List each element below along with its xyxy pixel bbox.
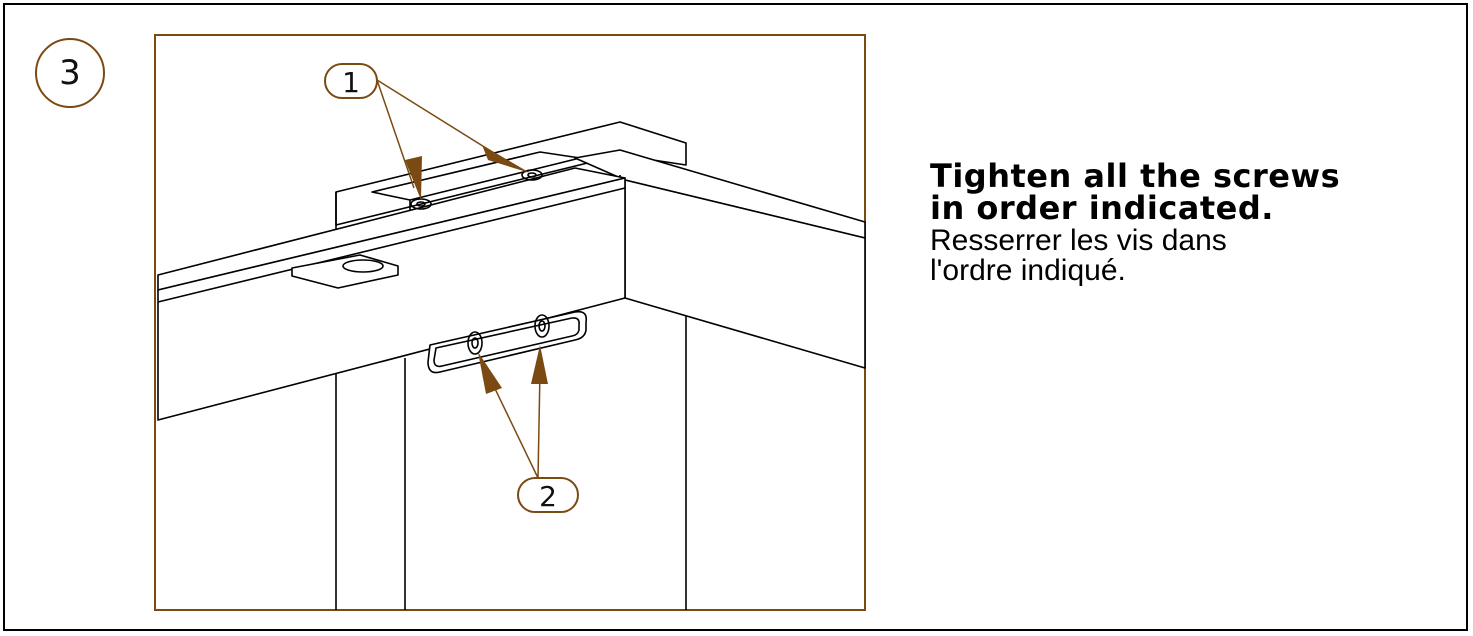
callout-2-arrow-b	[531, 345, 548, 384]
table-frame-illustration	[157, 121, 866, 610]
step-number-badge: 3	[35, 38, 105, 108]
lower-bracket-inner	[433, 317, 580, 368]
screw-2a	[467, 331, 483, 355]
screw-2b-core	[538, 320, 546, 332]
callout-2-label: 2	[539, 480, 557, 513]
step-number: 3	[59, 53, 81, 93]
right-rail-face	[624, 179, 866, 369]
screw-1a-core	[416, 201, 426, 207]
instruction-subtitle: Resserrer les vis dans l'ordre indiqué.	[930, 226, 1450, 286]
screw-2b	[534, 314, 550, 338]
callout-1-arrow-b	[482, 145, 530, 173]
front-rail-top-edge	[157, 187, 626, 303]
screw-2a-core	[471, 337, 479, 349]
callout-2: 2	[478, 345, 579, 513]
instruction-subtitle-line-1: Resserrer les vis dans	[930, 224, 1227, 257]
screw-1b	[521, 169, 543, 181]
bracket-plate	[291, 254, 399, 289]
instruction-subtitle-line-2: l'ordre indiqué.	[930, 254, 1126, 287]
instruction-title: Tighten all the screws in order indicate…	[930, 160, 1450, 224]
callout-2-bubble	[517, 477, 579, 513]
callout-2-arrow-a	[478, 352, 502, 394]
page-frame	[3, 3, 1468, 631]
screw-1b-core	[527, 172, 537, 178]
callout-2-leader-b	[537, 369, 541, 479]
instruction-title-line-2: in order indicated.	[930, 189, 1274, 227]
callout-1-arrow-a	[405, 156, 422, 200]
front-rail-face	[157, 177, 626, 421]
callout-1: 1	[324, 63, 530, 200]
instruction-title-line-1: Tighten all the screws	[930, 157, 1341, 195]
callout-1-label: 1	[342, 66, 360, 99]
bracket-slot	[342, 259, 384, 273]
callout-1-leader-a	[376, 79, 415, 189]
lower-bracket	[427, 310, 588, 374]
instructions-block: Tighten all the screws in order indicate…	[930, 160, 1450, 286]
